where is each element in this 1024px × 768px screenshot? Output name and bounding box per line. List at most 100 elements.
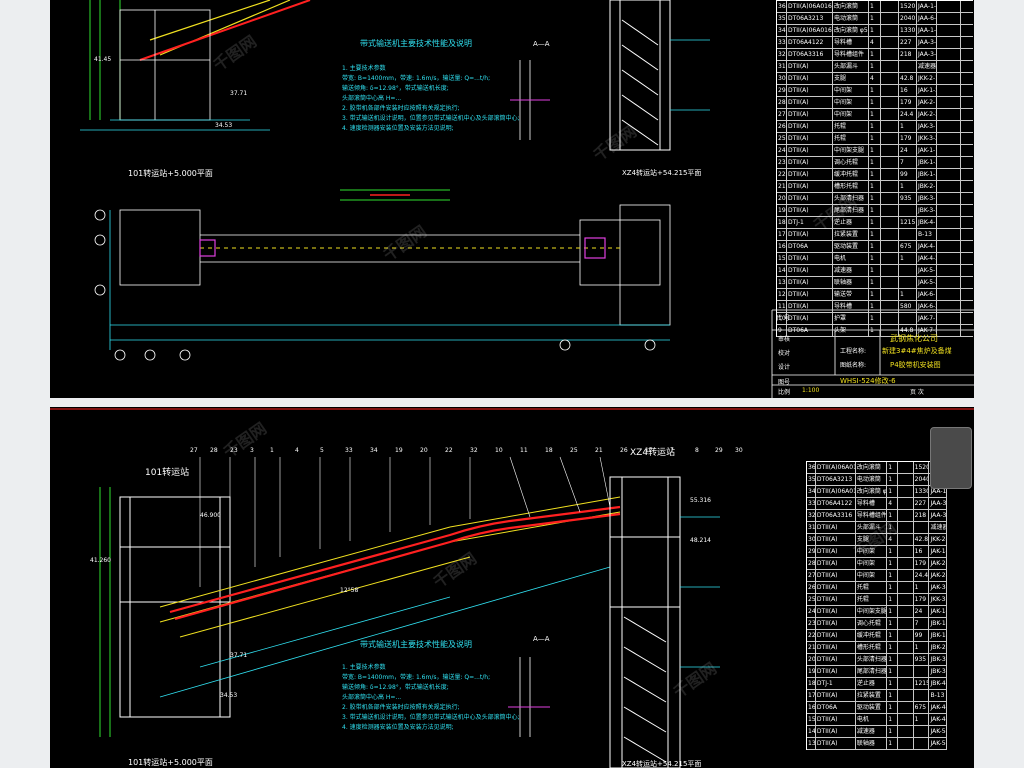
bom-cell: 1330 [900, 25, 917, 36]
left-station-label: 101转运站 [145, 468, 190, 478]
bom-cell: 1 [869, 145, 881, 156]
bom-cell: 16 [914, 546, 930, 557]
bom-cell: 36 [778, 1, 787, 12]
bom-cell: 7 [914, 618, 930, 629]
bom-cell: JAK-2-1 [930, 558, 947, 569]
bom-cell: JAK-5-2 [930, 738, 947, 749]
bom-cell [937, 229, 961, 240]
section-label: A—A [533, 40, 550, 48]
bom-table-bottom: 36DTII(A)06A0163改向滚筒11520JAA-1-135DT06A3… [806, 461, 947, 750]
bom-cell [899, 265, 917, 276]
bom-cell: JBK-4-1 [930, 678, 947, 689]
bom-cell: 1 [887, 606, 898, 617]
bom-cell: 26 [778, 121, 787, 132]
bom-cell: 调心托辊 [833, 157, 869, 168]
bom-cell: 1 [887, 594, 898, 605]
bom-cell: 头部漏斗 [856, 522, 888, 533]
member-number: 21 [595, 447, 603, 454]
bom-cell: 24.4 [899, 109, 917, 120]
bom-cell: JAK-7-2 [918, 325, 937, 336]
note-line: 带宽: B=1400mm，带速: 1.6m/s，输送量: Q=...t/h; [342, 674, 491, 681]
bom-cell [898, 726, 914, 737]
bom-cell: DTII(A) [787, 265, 833, 276]
bom-cell: 改向滚筒 [833, 1, 869, 12]
bom-cell: 15 [808, 714, 816, 725]
side-scroll-handle[interactable] [930, 427, 972, 489]
bom-cell: JKK-3-2 [918, 133, 937, 144]
bom-cell: 1 [887, 690, 898, 701]
bom-cell [881, 109, 899, 120]
bom-cell [937, 217, 961, 228]
bom-cell: 1 [869, 181, 881, 192]
bom-cell [937, 301, 961, 312]
bom-cell: 19 [808, 666, 816, 677]
member-number: 27 [190, 447, 198, 454]
member-number: 34 [370, 447, 378, 454]
drawing-name: P4胶带机安装图 [890, 361, 941, 369]
bom-cell: DTII(A) [787, 73, 833, 84]
note-line: 带宽: B=1400mm，带速: 1.6m/s，输送量: Q=...t/h; [342, 75, 491, 82]
bom-cell: 24.4 [914, 570, 930, 581]
elevation-label: 48.214 [690, 537, 711, 544]
bom-cell: 1 [914, 582, 930, 593]
bom-cell: 1 [887, 558, 898, 569]
bom-cell: 中间架 [833, 97, 869, 108]
tech-notes-title: 带式输送机主要技术性能及说明 [360, 640, 472, 649]
bom-cell: 1 [887, 726, 898, 737]
bom-cell: JAK-5-2 [918, 277, 937, 288]
bom-cell: 32 [808, 510, 816, 521]
dim-label: 41.45 [94, 56, 112, 63]
note-line: 输送倾角: δ=12.98°，带式输送机长度; [342, 85, 449, 92]
bom-cell: 1 [869, 301, 881, 312]
bom-cell: 1215 [914, 678, 930, 689]
bom-cell: 2040 [914, 474, 930, 485]
bom-cell: JAK-1-2 [930, 546, 947, 557]
bom-cell: DTII(A) [787, 253, 833, 264]
bom-cell [937, 181, 961, 192]
bom-cell: DTII(A)06A0164 [788, 25, 833, 36]
bom-cell [881, 25, 899, 36]
member-number: 7 [670, 447, 674, 454]
bom-cell: 1 [869, 253, 881, 264]
bom-cell: 1 [869, 13, 881, 24]
bom-cell: DTII(A) [787, 181, 833, 192]
bom-cell: DTII(A) [816, 594, 856, 605]
bom-cell [899, 205, 917, 216]
footer-station-label: XZ4转运站+54.215平面 [622, 760, 702, 768]
bom-cell: 托辊 [856, 594, 888, 605]
bom-cell [937, 205, 961, 216]
member-number: 20 [420, 447, 428, 454]
bom-cell: 导料槽 [833, 301, 869, 312]
bom-cell: 31 [778, 61, 787, 72]
bom-cell: DTII(A) [787, 169, 833, 180]
bom-cell: 中间架 [856, 558, 888, 569]
bom-cell: 1 [887, 462, 898, 473]
member-number: 22 [445, 447, 453, 454]
bom-cell: 护罩 [833, 313, 869, 324]
bom-cell: 16 [778, 241, 787, 252]
bom-cell: 35 [778, 13, 787, 24]
note-line: 3. 带式输送机设计说明，位置参见带式输送机中心及头部滚筒中心; [342, 115, 520, 122]
bom-cell: DT06A4122 [816, 498, 856, 509]
bom-cell: 导料槽组件 [856, 510, 888, 521]
bom-cell: JAK-3-1 [930, 582, 947, 593]
member-number: 5 [320, 447, 324, 454]
bom-cell: 19 [778, 205, 787, 216]
bom-cell [898, 570, 914, 581]
bom-cell: 179 [899, 133, 917, 144]
bom-cell [937, 73, 961, 84]
bom-cell: 头部漏斗 [833, 61, 869, 72]
